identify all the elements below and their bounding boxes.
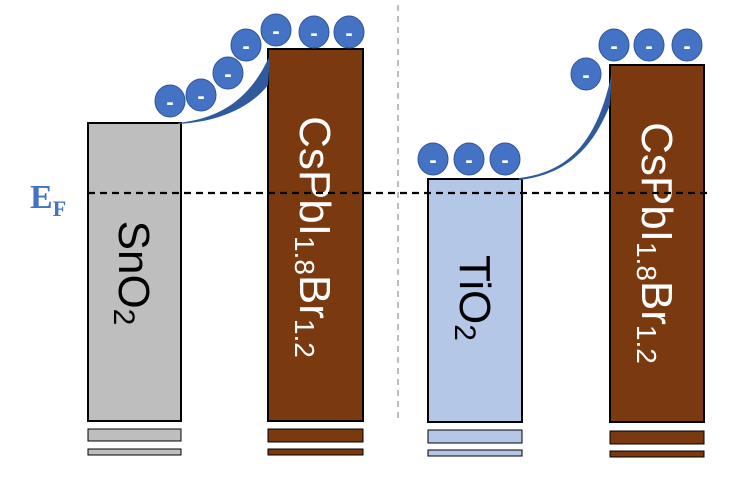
electron-group: -------------- [154, 13, 703, 176]
electron: - [230, 28, 262, 62]
perovskite-right-lower-band-1 [609, 430, 705, 445]
sno2-lower-band-2 [87, 448, 182, 456]
electron-circle [453, 142, 485, 176]
electron: - [633, 28, 665, 62]
tio2-label: TiO2 [449, 255, 500, 341]
perovskite-block-right [609, 64, 705, 423]
electron: - [489, 142, 521, 176]
electron-symbol: - [272, 19, 279, 44]
electron-circle [185, 78, 217, 112]
perovskite-left-lower-band-1 [267, 428, 364, 443]
electron: - [570, 57, 602, 91]
sno2-block [87, 122, 182, 422]
electron: - [154, 84, 186, 118]
electron-circle [333, 15, 365, 49]
electron: - [212, 56, 244, 90]
electron: - [185, 78, 217, 112]
perovskite-label-right: CsPbI1.8Br1.2 [632, 122, 682, 364]
electron-symbol: - [465, 148, 472, 173]
electron: - [333, 15, 365, 49]
electron-symbol: - [166, 90, 173, 115]
electron-circle [633, 28, 665, 62]
fermi-level-label: EF [30, 179, 66, 221]
electron-symbol: - [242, 34, 249, 59]
electron: - [453, 142, 485, 176]
sno2-lower-band-1 [87, 428, 182, 442]
tio2-lower-band-2 [427, 449, 523, 457]
band-bend-left [178, 55, 270, 124]
perovskite-label-left: CsPbI1.8Br1.2 [290, 116, 340, 358]
electron: - [671, 28, 703, 62]
electron: - [260, 13, 292, 47]
left-junction: SnO2 CsPbI1.8Br1.2 [87, 48, 364, 456]
electron-circle [298, 15, 330, 49]
electron-circle [570, 57, 602, 91]
electron-circle [212, 56, 244, 90]
electron-circle [417, 142, 449, 176]
electron-symbol: - [345, 21, 352, 46]
electron-circle [671, 28, 703, 62]
electron-circle [154, 84, 186, 118]
tio2-block [427, 178, 523, 423]
perovskite-right-lower-band-2 [609, 450, 705, 458]
electron-symbol: - [582, 63, 589, 88]
electron: - [598, 28, 630, 62]
electron-symbol: - [645, 34, 652, 59]
electron-symbol: - [610, 34, 617, 59]
electron: - [417, 142, 449, 176]
tio2-lower-band-1 [427, 429, 523, 444]
electron-symbol: - [429, 148, 436, 173]
electron-symbol: - [310, 21, 317, 46]
electron-symbol: - [197, 84, 204, 109]
electron-circle [260, 13, 292, 47]
electron: - [298, 15, 330, 49]
sno2-label: SnO2 [108, 221, 159, 326]
electron-circle [230, 28, 262, 62]
perovskite-left-lower-band-2 [267, 448, 364, 456]
band-bend-right [519, 72, 612, 180]
electron-symbol: - [683, 34, 690, 59]
perovskite-block-left [267, 48, 364, 422]
electron-symbol: - [224, 62, 231, 87]
electron-symbol: - [501, 148, 508, 173]
electron-circle [489, 142, 521, 176]
right-junction: TiO2 CsPbI1.8Br1.2 [427, 64, 705, 458]
electron-circle [598, 28, 630, 62]
